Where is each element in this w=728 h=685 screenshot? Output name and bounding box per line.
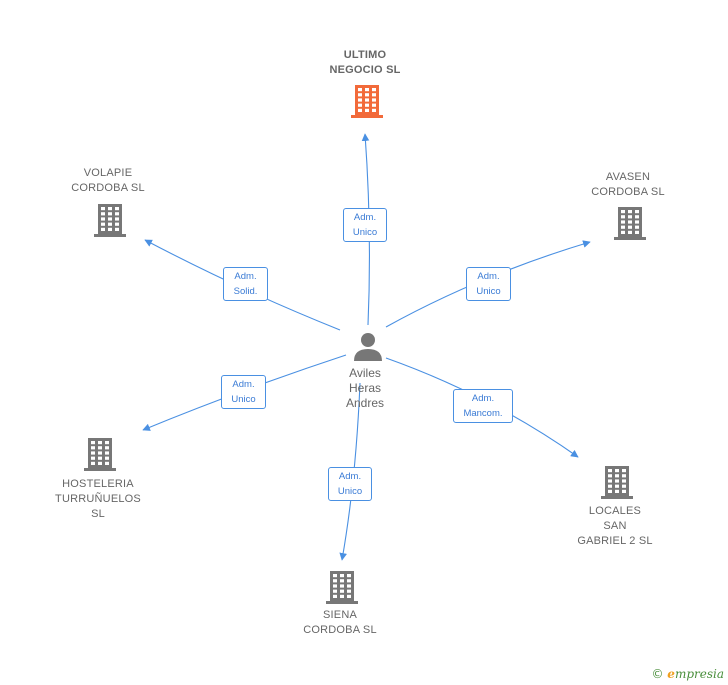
edge-label-locales: Adm. Mancom. xyxy=(453,389,513,423)
brand-logo-text: mpresia xyxy=(674,667,724,681)
brand-footer: © empresia xyxy=(651,667,724,681)
node-label-siena[interactable]: SIENA CORDOBA SL xyxy=(303,609,377,636)
node-label-avasen[interactable]: AVASEN CORDOBA SL xyxy=(591,171,665,198)
copyright-icon: © xyxy=(651,667,664,681)
brand-logo-initial: e xyxy=(667,667,675,681)
edge-label-siena: Adm. Unico xyxy=(328,467,372,501)
edge-label-hosteleria: Adm. Unico xyxy=(221,375,266,409)
building-icon-volapie[interactable] xyxy=(94,204,126,237)
building-icon-locales[interactable] xyxy=(601,466,633,499)
node-label-volapie[interactable]: VOLAPIE CORDOBA SL xyxy=(71,167,145,194)
edge-label-volapie: Adm. Solid. xyxy=(223,267,268,301)
node-label-ultimo[interactable]: ULTIMO NEGOCIO SL xyxy=(329,49,401,76)
edge-label-avasen: Adm. Unico xyxy=(466,267,511,301)
edge-label-ultimo: Adm. Unico xyxy=(343,208,387,242)
building-icon-siena[interactable] xyxy=(326,571,358,604)
node-label-hosteleria[interactable]: HOSTELERIA TURRUÑUELOS SL xyxy=(55,478,141,520)
building-icon-avasen[interactable] xyxy=(614,207,646,240)
person-icon[interactable] xyxy=(354,333,382,361)
building-icon-hosteleria[interactable] xyxy=(84,438,116,471)
center-person-label: Aviles Heras Andres xyxy=(345,366,385,410)
node-label-locales[interactable]: LOCALES SAN GABRIEL 2 SL xyxy=(577,505,653,547)
building-icon-ultimo[interactable] xyxy=(351,85,383,118)
